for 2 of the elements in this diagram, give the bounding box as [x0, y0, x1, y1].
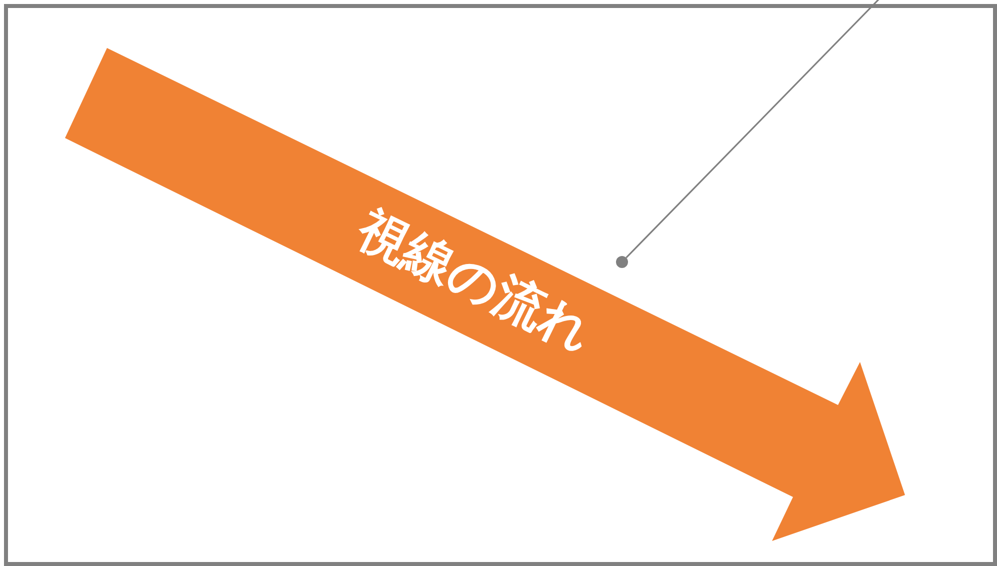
arrow-label: 視線の流れ — [350, 203, 600, 359]
marker-dot — [616, 256, 628, 268]
